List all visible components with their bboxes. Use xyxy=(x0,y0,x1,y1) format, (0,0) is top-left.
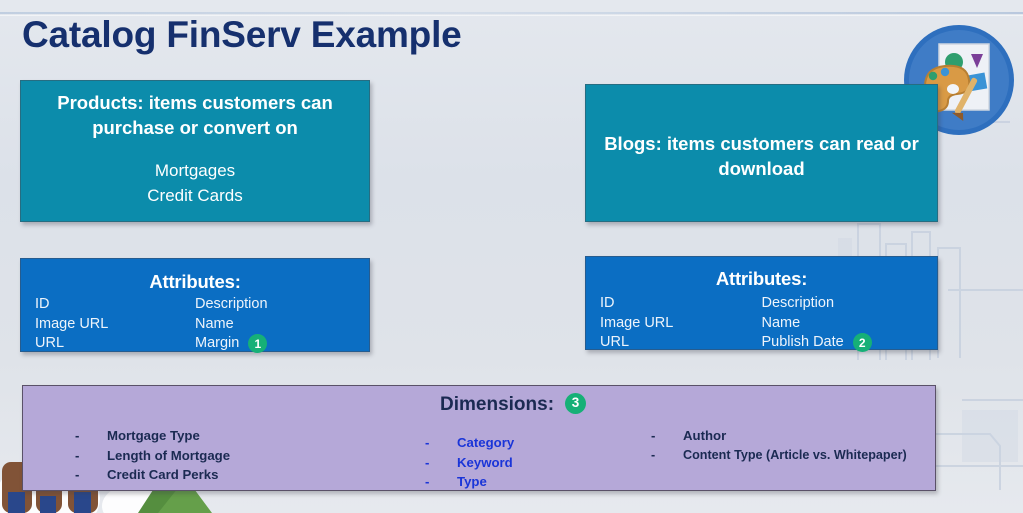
dimension-item: - Author xyxy=(651,426,907,446)
dimension-content-type: Content Type (Article vs. Whitepaper) xyxy=(683,447,907,462)
attributes-right-column-1: ID Image URL URL xyxy=(600,294,762,353)
dimensions-column-shared: - Category - Keyword - Type xyxy=(425,433,514,492)
dimension-credit-card-perks: Credit Card Perks xyxy=(107,467,219,482)
dimension-item: - Mortgage Type xyxy=(75,426,230,446)
attr-publish-date-row: Publish Date 2 xyxy=(762,333,924,353)
bullet-dash: - xyxy=(425,474,430,489)
attributes-title-right: Attributes: xyxy=(715,268,808,289)
products-item-credit-cards: Credit Cards xyxy=(147,186,243,205)
badge-2: 2 xyxy=(852,333,872,353)
bullet-dash: - xyxy=(651,447,656,462)
bullet-dash: - xyxy=(651,428,656,443)
dimensions-panel: Dimensions: 3 - Mortgage Type - Length o… xyxy=(22,385,936,491)
dimensions-title: Dimensions: xyxy=(440,394,555,415)
attributes-left-column-2: Description Name Margin 1 xyxy=(195,295,355,354)
bullet-dash: - xyxy=(425,435,430,450)
products-card-items: Mortgages Credit Cards xyxy=(21,140,369,208)
bullet-dash: - xyxy=(75,428,80,443)
dimension-item: - Credit Card Perks xyxy=(75,465,230,485)
attributes-title-left: Attributes: xyxy=(149,271,241,292)
attributes-grid-left: ID Image URL URL Description Name Margin… xyxy=(21,293,369,354)
dimension-length-of-mortgage: Length of Mortgage xyxy=(107,447,231,463)
dimensions-column-products: - Mortgage Type - Length of Mortgage - C… xyxy=(75,426,230,485)
attributes-card-blogs: Attributes: ID Image URL URL Description… xyxy=(585,256,938,353)
slide-title: Catalog FinServ Example xyxy=(22,14,462,55)
attr-id: ID xyxy=(35,296,50,312)
dimension-keyword: Keyword xyxy=(457,454,513,470)
badge-1: 1 xyxy=(248,334,268,354)
attr-url: URL xyxy=(35,335,65,351)
bullet-dash: - xyxy=(75,447,80,463)
badge-3: 3 xyxy=(565,392,587,414)
dimensions-column-blogs: - Author - Content Type (Article vs. Whi… xyxy=(651,426,907,465)
attr-id: ID xyxy=(600,295,615,311)
attributes-left-column-1: ID Image URL URL xyxy=(35,295,195,354)
blogs-card-heading: Blogs: items customers can read or downl… xyxy=(604,133,919,179)
attributes-grid-right: ID Image URL URL Description Name Publis… xyxy=(586,290,937,353)
bullet-dash: - xyxy=(75,467,80,482)
attr-margin-row: Margin 1 xyxy=(195,334,355,354)
attr-name: Name xyxy=(761,314,801,331)
blogs-card: Blogs: items customers can read or downl… xyxy=(585,84,938,222)
attr-name: Name xyxy=(195,315,234,332)
products-card-heading: Products: items customers can purchase o… xyxy=(57,92,333,138)
bullet-dash: - xyxy=(425,454,430,470)
dimension-author: Author xyxy=(683,428,727,443)
products-card: Products: items customers can purchase o… xyxy=(20,80,370,222)
dimension-item: - Content Type (Article vs. Whitepaper) xyxy=(651,446,907,466)
dimensions-title-row: Dimensions: 3 xyxy=(440,392,587,416)
attr-margin: Margin xyxy=(195,335,240,351)
attr-description: Description xyxy=(761,295,835,311)
attributes-card-products: Attributes: ID Image URL URL Description… xyxy=(20,258,370,354)
attr-publish-date: Publish Date xyxy=(761,334,844,350)
attributes-right-column-2: Description Name Publish Date 2 xyxy=(762,294,924,353)
attr-image-url: Image URL xyxy=(35,315,109,332)
dimension-item: - Length of Mortgage xyxy=(75,446,230,466)
dimension-category: Category xyxy=(457,435,515,450)
dimension-item: - Category xyxy=(425,433,514,453)
header-rule xyxy=(0,12,1023,14)
attr-description: Description xyxy=(195,296,268,312)
attr-url: URL xyxy=(600,334,630,350)
dimension-item: - Keyword xyxy=(425,453,514,473)
dimension-mortgage-type: Mortgage Type xyxy=(107,428,200,443)
dimension-type: Type xyxy=(457,474,487,489)
header-rule-highlight xyxy=(0,15,1023,16)
dimension-item: - Type xyxy=(425,472,514,492)
attr-image-url: Image URL xyxy=(600,314,674,331)
products-item-mortgages: Mortgages xyxy=(154,161,236,180)
